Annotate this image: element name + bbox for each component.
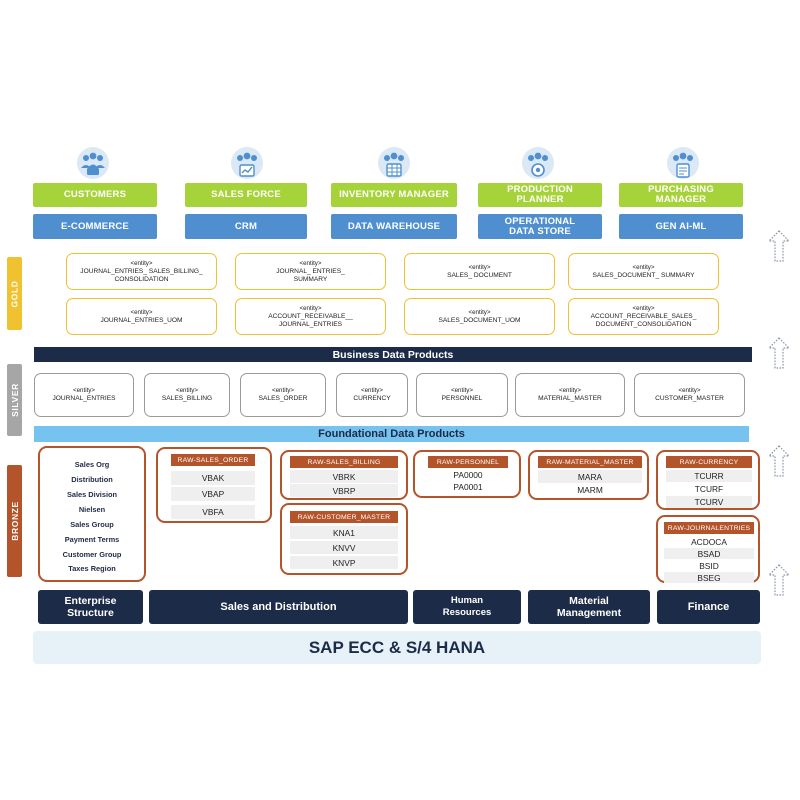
gold-entity: <entity>JOURNAL_ENTRIES_ SALES_BILLING_ … [66, 253, 217, 290]
raw-group-journal-entries: RAW-JOURNALENTRIES ACDOCA BSAD BSID BSEG [656, 515, 760, 583]
raw-table: ACDOCA [664, 536, 754, 547]
users-warehouse-icon [377, 146, 411, 180]
bronze-layer-label: BRONZE [7, 465, 22, 577]
raw-table: BSEG [664, 572, 754, 583]
raw-table: VBAK [171, 471, 255, 485]
raw-group-customer-master: RAW-CUSTOMER_MASTER KNA1 KNVV KNVP [280, 503, 408, 575]
system-gen-ai-ml: GEN AI-ML [619, 214, 743, 239]
enterprise-item: Taxes Region [68, 564, 116, 573]
system-data-warehouse: DATA WAREHOUSE [331, 214, 457, 239]
module-finance: Finance [657, 590, 760, 624]
consumer-inventory-manager: INVENTORY MANAGER [331, 183, 457, 207]
enterprise-item: Sales Org [74, 460, 110, 469]
raw-table: TCURR [666, 470, 752, 482]
silver-entity: <entity>SALES_ORDER [240, 373, 326, 417]
raw-group-title: RAW-MATERIAL_MASTER [538, 456, 642, 468]
raw-table: MARM [538, 483, 642, 496]
gold-entity: <entity>ACCOUNT_RECEIVABLE_SALES_ DOCUME… [568, 298, 719, 335]
raw-table: VBRP [290, 484, 398, 497]
module-enterprise-structure: Enterprise Structure [38, 590, 143, 624]
consumer-purchasing-manager: PURCHASING MANAGER [619, 183, 743, 207]
raw-table: KNVP [290, 556, 398, 569]
module-sales-and-distribution: Sales and Distribution [149, 590, 408, 624]
gold-layer-label: GOLD [7, 257, 22, 330]
raw-table: PA0000 [428, 469, 508, 480]
foundational-data-products-band: Foundational Data Products [34, 426, 749, 442]
system-operational-data-store: OPERATIONAL DATA STORE [478, 214, 602, 239]
enterprise-item: Sales Group [70, 520, 114, 529]
enterprise-item: Nielsen [78, 505, 106, 514]
raw-group-title: RAW-SALES_ORDER [171, 454, 255, 466]
consumer-production-planner: PRODUCTION PLANNER [478, 183, 602, 207]
gold-entity: <entity>SALES_DOCUMENT_UOM [404, 298, 555, 335]
gold-entity: <entity>JOURNAL_ ENTRIES_ SUMMARY [235, 253, 386, 290]
enterprise-item: Customer Group [62, 550, 122, 559]
upward-flow-arrow-icon [767, 337, 791, 369]
raw-table: PA0001 [428, 481, 508, 492]
raw-group-personnel: RAW-PERSONNEL PA0000 PA0001 [413, 450, 521, 498]
raw-table: TCURV [666, 496, 752, 508]
upward-flow-arrow-icon [767, 230, 791, 262]
raw-table: VBRK [290, 470, 398, 483]
consumer-sales-force: SALES FORCE [185, 183, 307, 207]
silver-entity: <entity>JOURNAL_ENTRIES [34, 373, 134, 417]
raw-group-title: RAW-CURRENCY [666, 456, 752, 468]
raw-group-title: RAW-CUSTOMER_MASTER [290, 511, 398, 523]
upward-flow-arrow-icon [767, 564, 791, 596]
silver-entity: <entity>CURRENCY [336, 373, 408, 417]
silver-entity: <entity>MATERIAL_MASTER [515, 373, 625, 417]
raw-table: KNA1 [290, 526, 398, 539]
silver-entity: <entity>SALES_BILLING [144, 373, 230, 417]
raw-table: VBFA [171, 505, 255, 519]
module-human-resources: Human Resources [413, 590, 521, 624]
enterprise-item: Sales Division [66, 490, 118, 499]
business-data-products-band: Business Data Products [34, 347, 752, 362]
upward-flow-arrow-icon [767, 445, 791, 477]
sap-platform-bar: SAP ECC & S/4 HANA [33, 631, 761, 664]
raw-group-sales-billing: RAW-SALES_BILLING VBRK VBRP [280, 450, 408, 500]
silver-entity: <entity>PERSONNEL [416, 373, 508, 417]
users-gear-icon [521, 146, 555, 180]
raw-group-material-master: RAW-MATERIAL_MASTER MARA MARM [528, 450, 649, 500]
silver-layer-label: SILVER [7, 364, 22, 436]
raw-group-title: RAW-PERSONNEL [428, 456, 508, 468]
gold-entity: <entity>SALES_DOCUMENT_ SUMMARY [568, 253, 719, 290]
raw-group-sales-order: RAW-SALES_ORDER VBAK VBAP VBFA [156, 447, 272, 523]
consumer-customers: CUSTOMERS [33, 183, 157, 207]
raw-table: KNVV [290, 541, 398, 554]
raw-table: VBAP [171, 487, 255, 501]
gold-entity: <entity>ACCOUNT_RECEIVABLE__ JOURNAL_ENT… [235, 298, 386, 335]
users-chart-icon [230, 146, 264, 180]
system-e-commerce: E-COMMERCE [33, 214, 157, 239]
gold-entity: <entity>SALES_ DOCUMENT [404, 253, 555, 290]
gold-entity: <entity>JOURNAL_ENTRIES_UOM [66, 298, 217, 335]
raw-table: MARA [538, 470, 642, 483]
silver-entity: <entity>CUSTOMER_MASTER [634, 373, 745, 417]
system-crm: CRM [185, 214, 307, 239]
raw-table: BSAD [664, 548, 754, 559]
raw-table: BSID [664, 560, 754, 571]
raw-table: TCURF [666, 483, 752, 495]
raw-group-title: RAW-SALES_BILLING [290, 456, 398, 468]
users-group-icon [76, 146, 110, 180]
users-document-icon [666, 146, 700, 180]
raw-group-currency: RAW-CURRENCY TCURR TCURF TCURV [656, 450, 760, 510]
raw-group-title: RAW-JOURNALENTRIES [664, 522, 754, 534]
enterprise-item: Payment Terms [64, 535, 120, 544]
module-material-management: Material Management [528, 590, 650, 624]
enterprise-structure-group: Sales Org Distribution Sales Division Ni… [38, 446, 146, 582]
enterprise-item: Distribution [71, 475, 113, 484]
